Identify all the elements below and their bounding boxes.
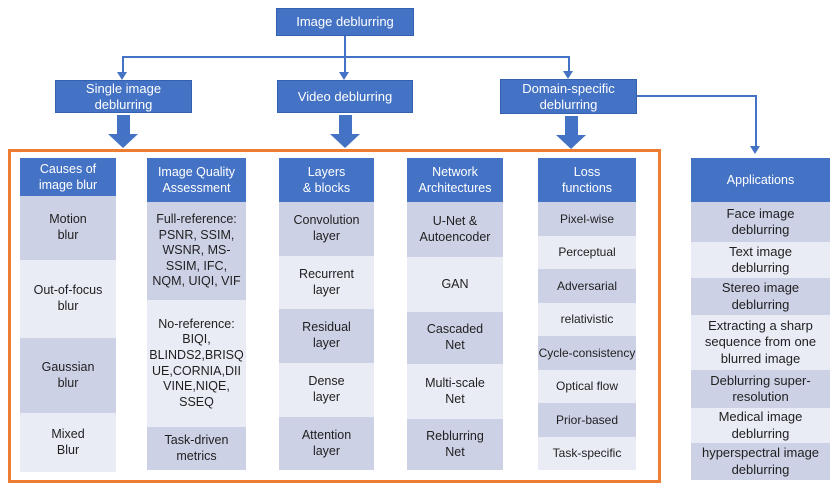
column-row: Residual layer <box>279 309 374 363</box>
column-header-applications: Applications <box>691 158 830 202</box>
column-row: Attention layer <box>279 417 374 470</box>
column-row: Dense layer <box>279 363 374 417</box>
column-row: Full-reference: PSNR, SSIM, WSNR, MS- SS… <box>147 202 246 300</box>
root-box-image-deblurring: Image deblurring <box>276 8 414 36</box>
block-arrow-head <box>108 134 138 148</box>
column-row: Multi-scale Net <box>407 364 503 419</box>
column-row: Reblurring Net <box>407 419 503 470</box>
column-row: Medical image deblurring <box>691 408 830 443</box>
column-row: Extracting a sharp sequence from one blu… <box>691 315 830 370</box>
connector-root-stem <box>344 36 346 58</box>
branch-box-single-image-deblurring: Single image deblurring <box>55 80 192 113</box>
block-arrow-single-image <box>108 115 138 148</box>
column-header-layers-and-blocks: Layers & blocks <box>279 158 374 202</box>
column-row: Recurrent layer <box>279 256 374 309</box>
column-row: Motion blur <box>20 196 116 260</box>
connector-left-drop <box>122 56 124 73</box>
column-row: U-Net & Autoencoder <box>407 202 503 257</box>
column-row: No-reference: BIQI, BLINDS2,BRISQ UE,COR… <box>147 300 246 427</box>
column-row: Adversarial <box>538 269 636 303</box>
connector-domain-to-apps-vertical <box>755 95 757 147</box>
column-row: Out-of-focus blur <box>20 260 116 338</box>
column-row: Mixed Blur <box>20 413 116 472</box>
column-row: hyperspectral image deblurring <box>691 443 830 480</box>
column-row: Optical flow <box>538 370 636 403</box>
column-row: Stereo image deblurring <box>691 278 830 315</box>
block-arrow-video <box>330 115 360 148</box>
column-row: Cycle-consistency <box>538 336 636 370</box>
arrowhead-applications <box>750 146 760 154</box>
column-row: Deblurring super- resolution <box>691 370 830 408</box>
block-arrow-head <box>556 135 586 149</box>
column-header-image-quality-assessment: Image Quality Assessment <box>147 158 246 202</box>
connector-horizontal-bar <box>122 56 570 58</box>
block-arrow-bar <box>116 115 130 134</box>
column-row: Pixel-wise <box>538 202 636 236</box>
column-row: Prior-based <box>538 403 636 437</box>
column-row: Face image deblurring <box>691 202 830 242</box>
connector-domain-to-apps-horizontal <box>637 95 756 97</box>
block-arrow-bar <box>564 116 578 135</box>
column-header-network-architectures: Network Architectures <box>407 158 503 202</box>
arrowhead-video <box>339 72 349 80</box>
column-row: GAN <box>407 257 503 312</box>
block-arrow-head <box>330 134 360 148</box>
branch-box-video-deblurring: Video deblurring <box>277 80 413 113</box>
connector-mid-drop <box>344 56 346 73</box>
column-row: relativistic <box>538 303 636 336</box>
column-row: Task-driven metrics <box>147 427 246 470</box>
column-header-causes-of-image-blur: Causes of image blur <box>20 158 116 196</box>
block-arrow-bar <box>338 115 352 134</box>
column-row: Cascaded Net <box>407 312 503 364</box>
column-row: Gaussian blur <box>20 338 116 413</box>
column-row: Text image deblurring <box>691 242 830 278</box>
connector-right-drop <box>568 56 570 72</box>
taxonomy-frame <box>8 149 661 483</box>
column-row: Task-specific <box>538 437 636 470</box>
column-header-loss-functions: Loss functions <box>538 158 636 202</box>
block-arrow-domain-specific <box>556 116 586 149</box>
arrowhead-domain-specific <box>563 71 573 79</box>
arrowhead-single-image <box>117 72 127 80</box>
column-row: Perceptual <box>538 236 636 269</box>
column-row: Convolution layer <box>279 202 374 256</box>
branch-box-domain-specific-deblurring: Domain-specific deblurring <box>500 79 637 114</box>
